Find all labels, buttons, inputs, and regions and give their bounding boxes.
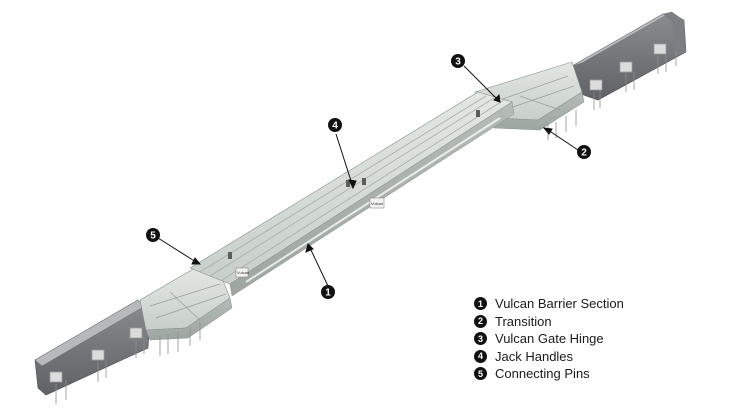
barrier-decal-mid: Vulcan — [369, 197, 385, 209]
callout-5: 5 — [146, 228, 160, 242]
barrier-decal-left: Vulcan — [235, 267, 249, 278]
svg-text:3: 3 — [455, 57, 461, 68]
legend-label-jack-handles: Jack Handles — [495, 348, 574, 364]
callout-3: 3 — [451, 54, 465, 68]
svg-text:Vulcan: Vulcan — [237, 270, 249, 275]
callout-2: 2 — [577, 145, 591, 159]
legend-label-connecting-pins: Connecting Pins — [495, 366, 590, 382]
legend-badge-4: 4 — [474, 349, 487, 363]
legend-label-transition: Transition — [495, 313, 552, 329]
legend-item: 3 Vulcan Gate Hinge — [474, 330, 724, 348]
legend-label-barrier-section: Vulcan Barrier Section — [495, 296, 624, 312]
legend-item: 5 Connecting Pins — [474, 365, 724, 383]
svg-text:2: 2 — [581, 148, 587, 159]
svg-text:Vulcan: Vulcan — [371, 201, 383, 206]
legend: 1 Vulcan Barrier Section 2 Transition 3 … — [474, 295, 724, 383]
leader-line-2 — [542, 127, 579, 151]
callout-1: 1 — [321, 285, 335, 299]
callout-4: 4 — [328, 118, 342, 132]
legend-label-gate-hinge: Vulcan Gate Hinge — [495, 331, 604, 347]
legend-badge-1: 1 — [474, 297, 487, 311]
leader-line-4 — [335, 133, 357, 190]
legend-badge-5: 5 — [474, 367, 487, 381]
svg-text:1: 1 — [325, 288, 331, 299]
svg-text:5: 5 — [150, 231, 156, 242]
legend-item: 4 Jack Handles — [474, 348, 724, 366]
svg-text:4: 4 — [332, 121, 338, 132]
concrete-barrier-left — [34, 299, 151, 404]
transition-left — [139, 267, 233, 356]
legend-item: 2 Transition — [474, 313, 724, 331]
legend-badge-3: 3 — [474, 332, 487, 346]
leader-line-5 — [157, 237, 202, 265]
leader-line-3 — [463, 65, 501, 103]
concrete-barrier-right — [571, 11, 687, 110]
legend-badge-2: 2 — [474, 314, 487, 328]
legend-item: 1 Vulcan Barrier Section — [474, 295, 724, 313]
leader-line-1 — [305, 243, 329, 287]
vulcan-barrier-section — [189, 91, 515, 297]
